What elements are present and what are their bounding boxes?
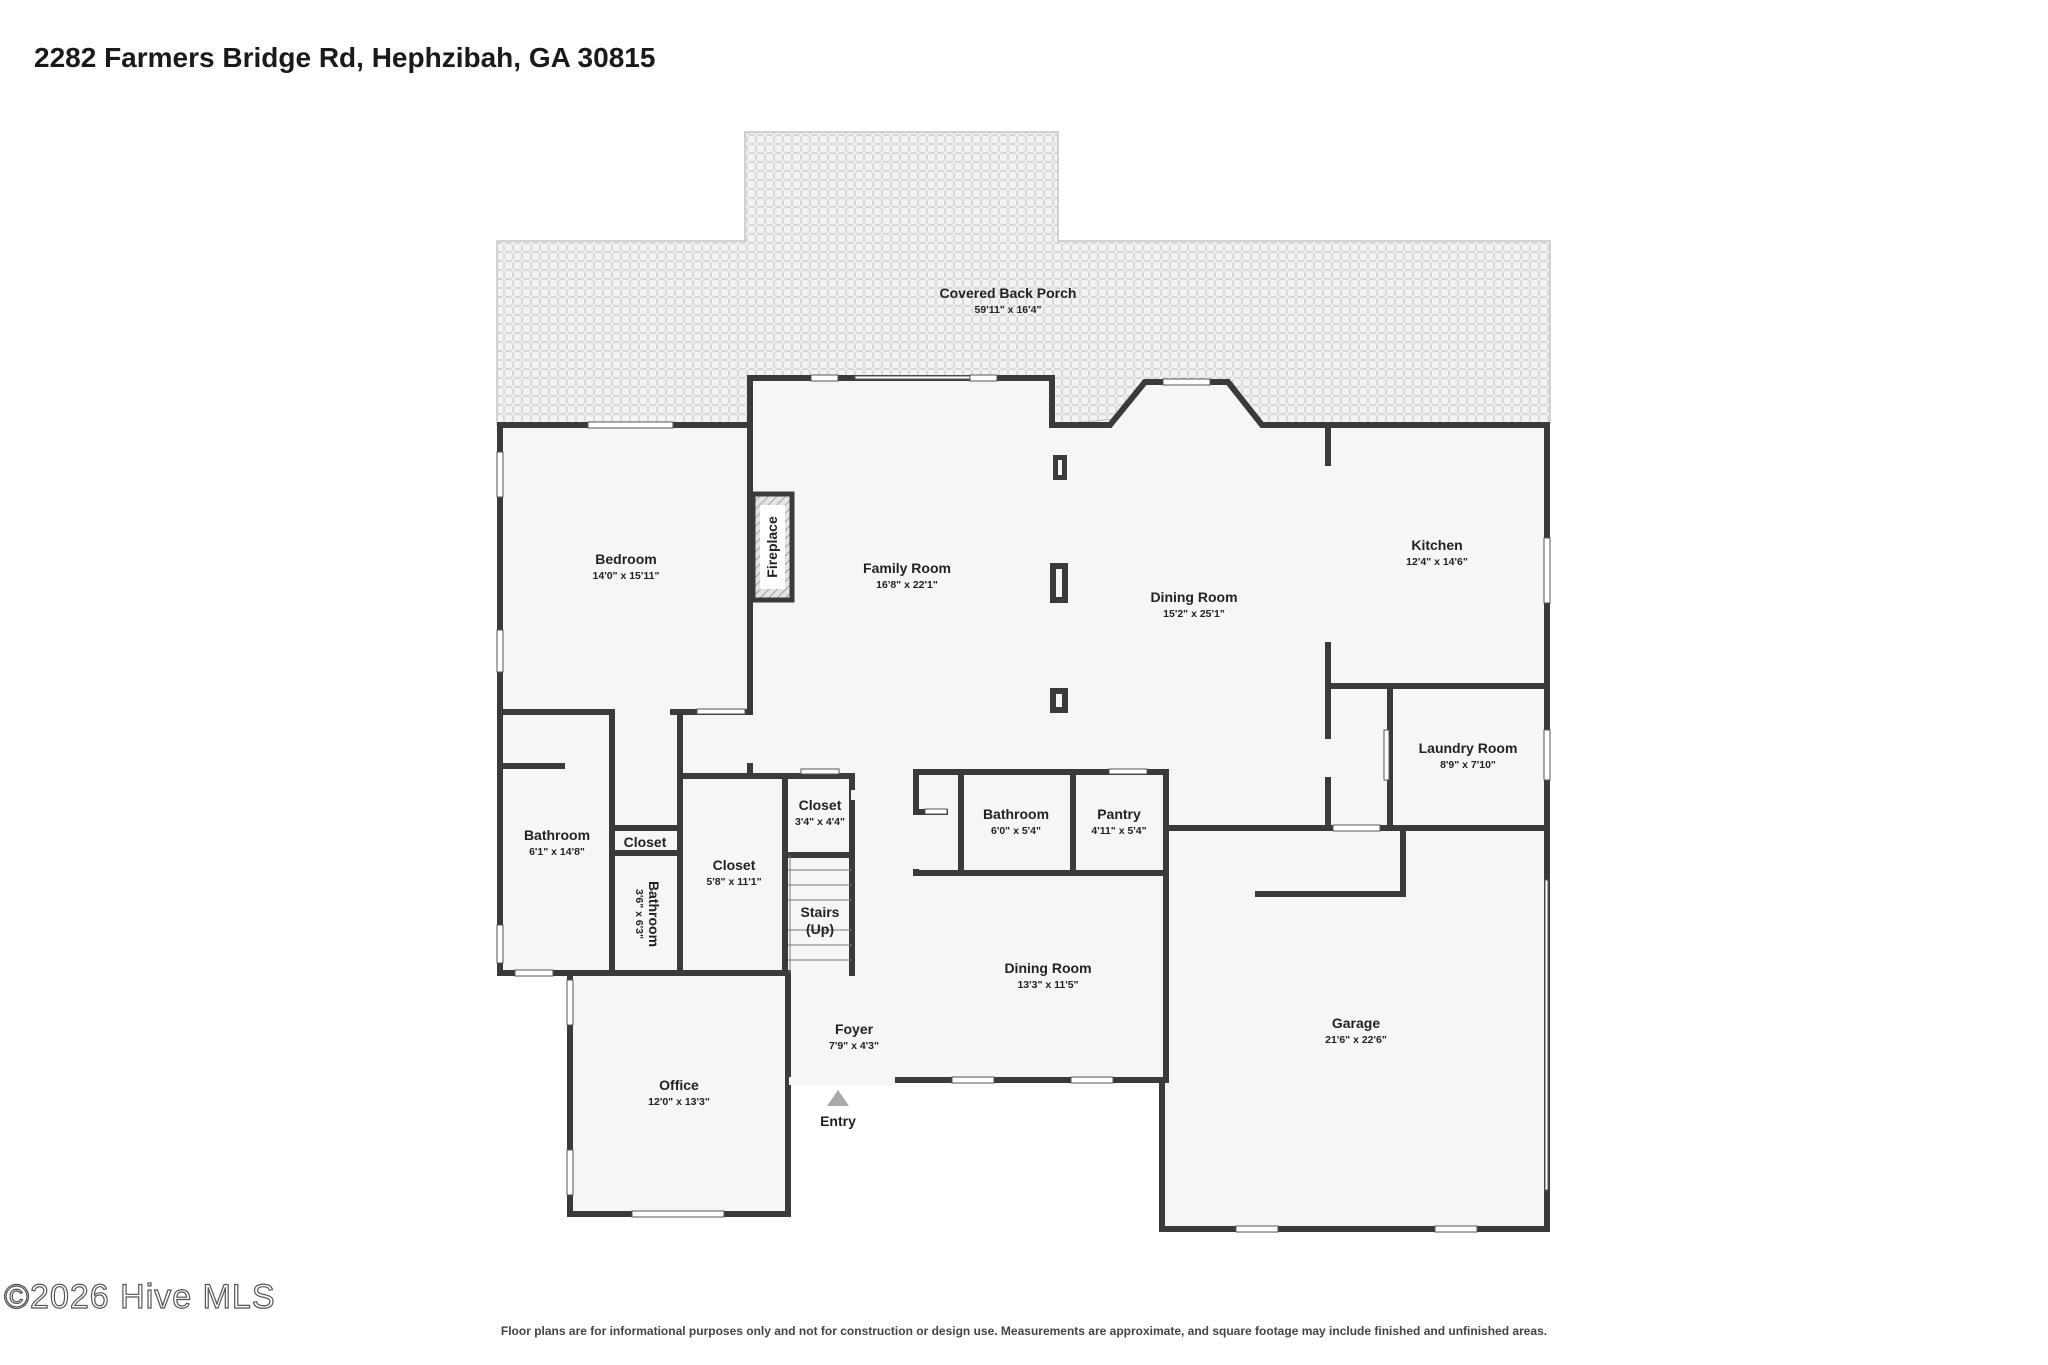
room-name-garage: Garage <box>1332 1015 1380 1031</box>
room-dim-family: 16'8" x 22'1" <box>876 579 938 591</box>
stairs <box>788 855 852 973</box>
page-title: 2282 Farmers Bridge Rd, Hephzibah, GA 30… <box>34 42 656 73</box>
columns <box>1050 455 1068 713</box>
room-labels: Covered Back Porch 59'11" x 16'4" Bedroo… <box>524 285 1517 1108</box>
room-dim-bedroom: 14'0" x 15'11" <box>593 570 660 582</box>
room-name-laundry: Laundry Room <box>1419 740 1518 756</box>
room-name-foyer: Foyer <box>835 1021 874 1037</box>
room-dim-kitchen: 12'4" x 14'6" <box>1406 556 1468 568</box>
room-dim-dining2: 13'3" x 11'5" <box>1017 979 1078 991</box>
room-name-bath3: Bathroom <box>983 806 1049 822</box>
disclaimer: Floor plans are for informational purpos… <box>500 1324 1548 1338</box>
windows <box>496 374 1551 1233</box>
room-dim-closet2: 5'8" x 11'1" <box>706 876 761 888</box>
room-dim-laundry: 8'9" x 7'10" <box>1440 759 1496 771</box>
fireplace: Fireplace <box>750 491 795 603</box>
room-dim-bath1: 6'1" x 14'8" <box>529 846 585 858</box>
room-dim-closet3: 3'4" x 4'4" <box>795 816 845 828</box>
room-name-closet2: Closet <box>713 857 756 873</box>
room-name-office: Office <box>659 1077 699 1093</box>
fireplace-label: Fireplace <box>764 516 780 578</box>
room-dim-office: 12'0" x 13'3" <box>648 1096 710 1108</box>
room-dim-dining1: 15'2" x 25'1" <box>1163 608 1225 620</box>
room-name-dining2: Dining Room <box>1004 960 1091 976</box>
entry-label: Entry <box>820 1113 856 1129</box>
room-name-bath1: Bathroom <box>524 827 590 843</box>
room-name-family: Family Room <box>863 560 951 576</box>
room-dim-pantry: 4'11" x 5'4" <box>1091 825 1146 837</box>
walls <box>497 375 1550 1232</box>
room-name-porch: Covered Back Porch <box>940 285 1077 301</box>
entry-arrow-icon <box>827 1090 849 1106</box>
room-name-dining1: Dining Room <box>1150 589 1237 605</box>
room-dim-bath2: 3'6" x 6'3" <box>633 889 645 939</box>
watermark: ©2026 Hive MLS <box>3 1277 276 1316</box>
room-dim-bath3: 6'0" x 5'4" <box>991 825 1041 837</box>
room-dim-garage: 21'6" x 22'6" <box>1325 1034 1387 1046</box>
room-name-bedroom: Bedroom <box>595 551 656 567</box>
room-name-closet3: Closet <box>799 797 842 813</box>
room-name-closet-small: Closet <box>624 834 667 850</box>
room-name-kitchen: Kitchen <box>1411 537 1462 553</box>
room-dim-porch: 59'11" x 16'4" <box>975 304 1042 316</box>
room-name-stairs: Stairs <box>801 904 840 920</box>
door-openings <box>789 790 895 1085</box>
room-name-bath2: Bathroom <box>646 881 662 947</box>
room-dim-foyer: 7'9" x 4'3" <box>829 1040 879 1052</box>
room-name-stairs-up: (Up) <box>806 921 834 937</box>
room-name-pantry: Pantry <box>1097 806 1141 822</box>
